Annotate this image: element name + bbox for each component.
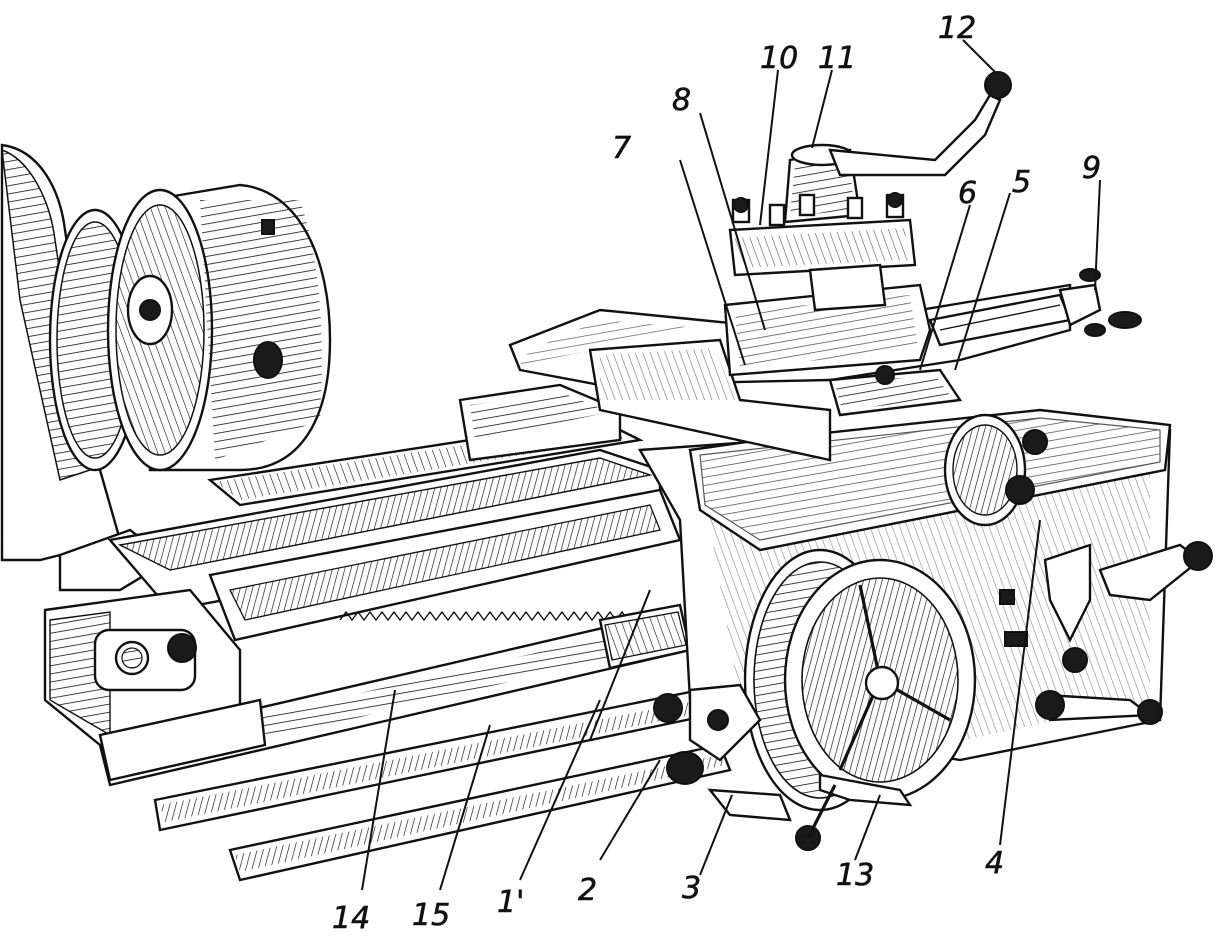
label-10: 10 bbox=[760, 41, 798, 76]
label-2: 2 bbox=[578, 873, 597, 908]
label-3: 3 bbox=[682, 871, 701, 906]
clamp-bolts bbox=[731, 192, 905, 227]
label-5: 5 bbox=[1012, 165, 1031, 200]
label-12: 12 bbox=[938, 11, 976, 46]
label-11: 11 bbox=[818, 41, 856, 76]
label-4: 4 bbox=[985, 846, 1004, 881]
label-9: 9 bbox=[1082, 151, 1101, 186]
label-7: 7 bbox=[612, 131, 631, 166]
headstock-chuck bbox=[0, 143, 332, 592]
feed-mechanism bbox=[43, 488, 732, 882]
label-13: 13 bbox=[836, 858, 874, 893]
label-6: 6 bbox=[958, 176, 977, 211]
part-labels: 12 11 10 8 7 9 5 6 4 13 3 2 1' 15 14 bbox=[332, 11, 1102, 937]
lathe-bed bbox=[107, 383, 662, 612]
leader-lines bbox=[361, 39, 1101, 891]
label-1prime: 1' bbox=[497, 885, 524, 920]
tool-post bbox=[723, 71, 1142, 377]
label-8: 8 bbox=[672, 83, 691, 118]
apron bbox=[638, 408, 1213, 851]
label-14: 14 bbox=[332, 901, 370, 936]
label-15: 15 bbox=[412, 898, 450, 933]
